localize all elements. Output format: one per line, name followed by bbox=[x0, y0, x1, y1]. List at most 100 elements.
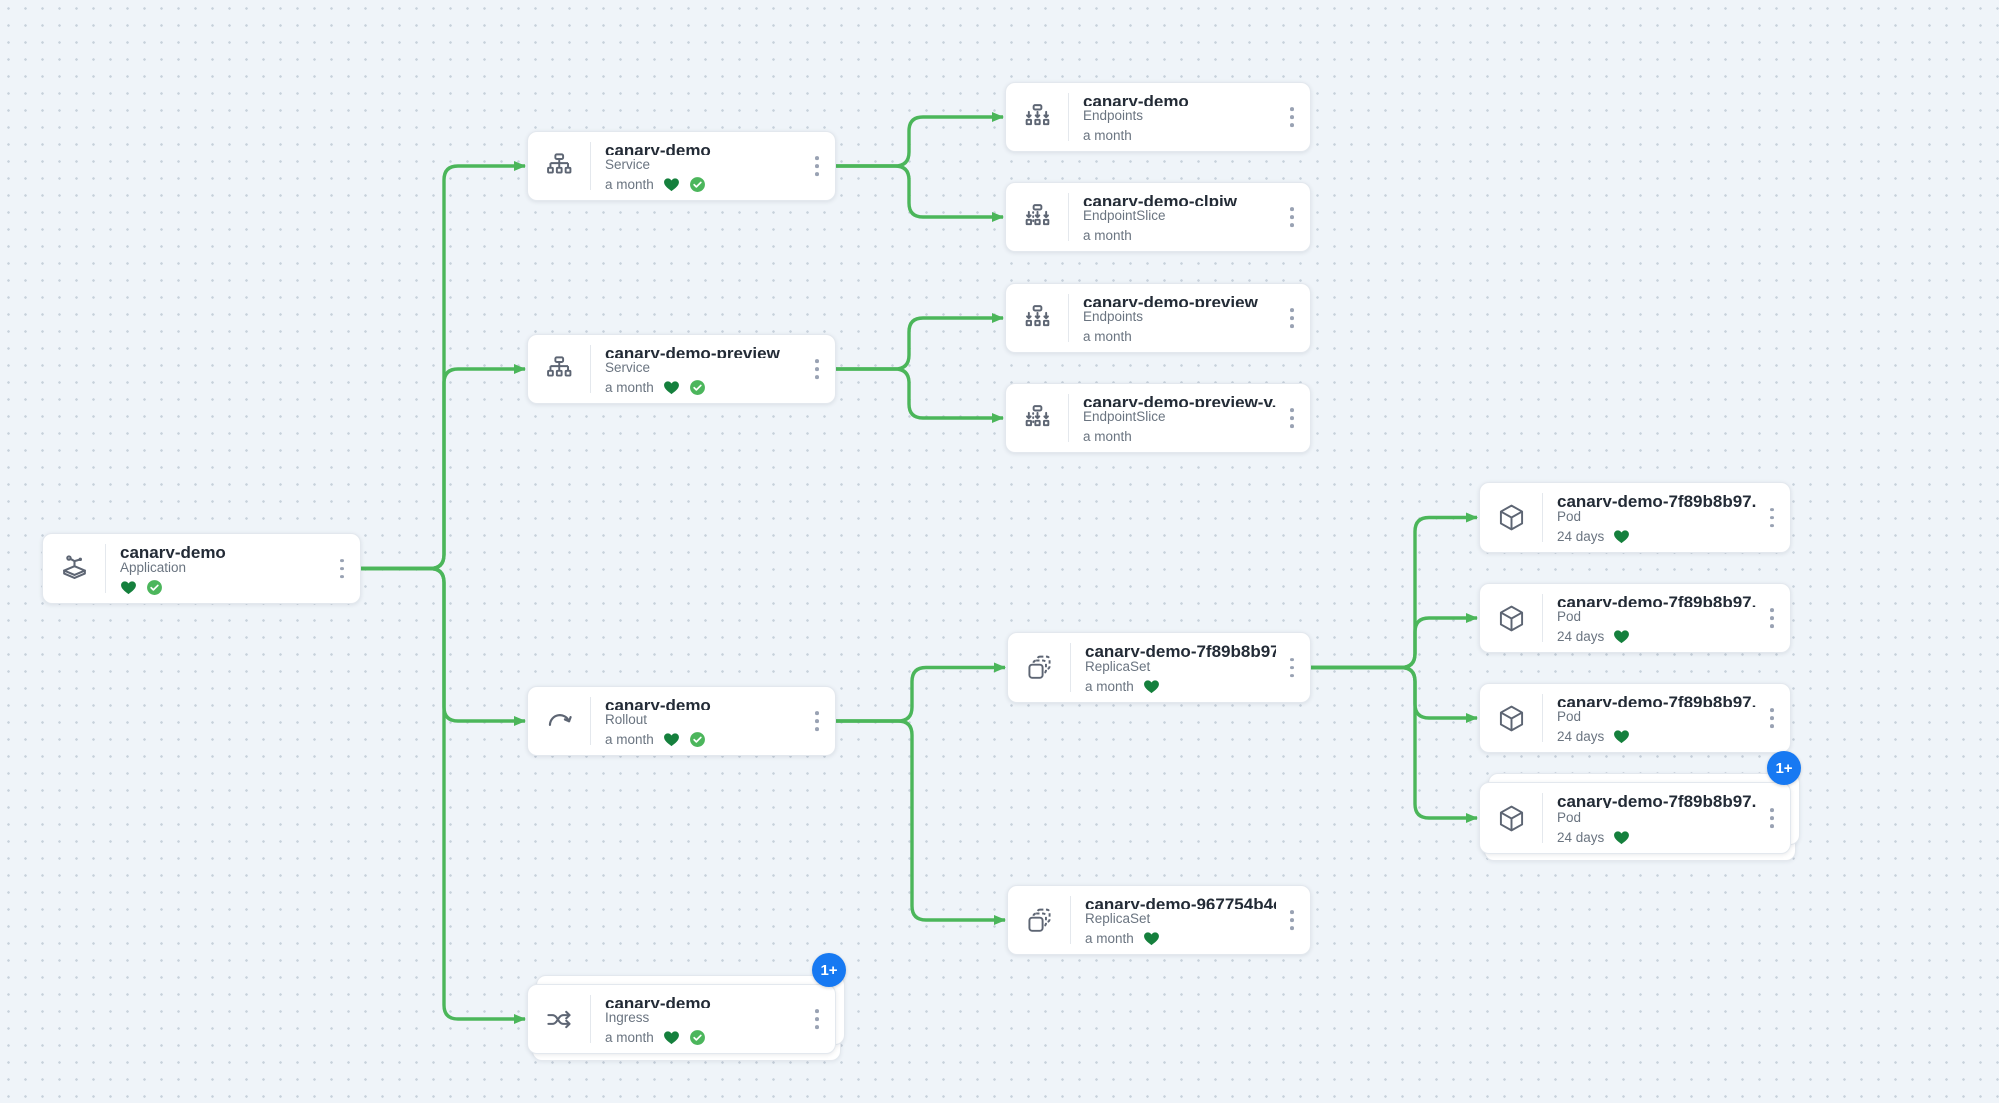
resource-age: a month bbox=[605, 380, 654, 395]
resource-name: canary-demo-clpjw bbox=[1083, 192, 1237, 206]
graph-edge bbox=[1311, 665, 1478, 823]
resource-age: a month bbox=[1083, 329, 1132, 344]
card-divider bbox=[1070, 643, 1071, 692]
health-heart-icon bbox=[1143, 932, 1159, 946]
card-divider bbox=[1068, 394, 1069, 442]
resource-name: canary-demo-preview bbox=[605, 344, 780, 358]
node-menu-button[interactable] bbox=[335, 554, 349, 584]
resource-name: canary-demo-967754b4c bbox=[1085, 895, 1276, 909]
resource-kind: Service bbox=[605, 157, 651, 172]
graph-edge bbox=[836, 662, 1006, 723]
resource-age: a month bbox=[1083, 228, 1132, 243]
graph-edge bbox=[836, 719, 1006, 925]
node-menu-button[interactable] bbox=[1285, 303, 1299, 333]
resource-age: 24 days bbox=[1557, 529, 1605, 544]
node-menu-button[interactable] bbox=[1765, 703, 1779, 733]
node-menu-button[interactable] bbox=[1765, 503, 1779, 533]
node-menu-button[interactable] bbox=[1285, 905, 1299, 935]
health-heart-icon bbox=[1614, 630, 1630, 644]
collapsed-count-badge[interactable]: 1+ bbox=[1767, 751, 1801, 785]
resource-age: a month bbox=[1083, 128, 1132, 143]
resource-kind: Ingress bbox=[605, 1010, 650, 1025]
sync-ok-icon bbox=[689, 380, 705, 395]
resource-age: a month bbox=[605, 177, 654, 192]
resource-kind: EndpointSlice bbox=[1083, 208, 1166, 223]
endpoints-icon bbox=[1006, 83, 1068, 151]
node-menu-button[interactable] bbox=[1765, 603, 1779, 633]
rollout-icon bbox=[528, 687, 590, 755]
card-divider bbox=[590, 697, 591, 745]
node-menu-button[interactable] bbox=[810, 354, 824, 384]
card-divider bbox=[1542, 594, 1543, 642]
resource-name: canary-demo bbox=[1083, 92, 1189, 106]
sync-ok-icon bbox=[689, 1030, 705, 1045]
resource-kind: Endpoints bbox=[1083, 309, 1144, 324]
resource-name: canary-demo bbox=[120, 543, 226, 558]
node-menu-button[interactable] bbox=[1765, 803, 1779, 833]
resource-name: canary-demo-7f89b8b97... bbox=[1557, 693, 1756, 707]
node-menu-button[interactable] bbox=[1285, 102, 1299, 132]
resource-kind: Endpoints bbox=[1083, 108, 1144, 123]
node-menu-button[interactable] bbox=[1285, 403, 1299, 433]
node-menu-button[interactable] bbox=[810, 1004, 824, 1034]
resource-kind: Pod bbox=[1557, 810, 1582, 825]
endpointslice-icon bbox=[1006, 183, 1068, 251]
card-divider bbox=[1068, 294, 1069, 342]
node-menu-button[interactable] bbox=[810, 706, 824, 736]
sync-ok-icon bbox=[689, 177, 705, 192]
service-icon bbox=[528, 132, 590, 200]
node-menu-button[interactable] bbox=[810, 151, 824, 181]
health-heart-icon bbox=[663, 1031, 679, 1045]
graph-edge bbox=[1311, 512, 1478, 670]
replicaset-icon bbox=[1008, 633, 1070, 702]
health-heart-icon bbox=[1614, 730, 1630, 744]
health-heart-icon bbox=[1614, 530, 1630, 544]
graph-edge bbox=[361, 364, 526, 571]
pod-icon bbox=[1480, 684, 1542, 752]
resource-kind: Rollout bbox=[605, 712, 648, 727]
service-icon bbox=[528, 335, 590, 403]
resource-kind: Pod bbox=[1557, 709, 1582, 724]
graph-edge bbox=[361, 566, 526, 1024]
node-menu-button[interactable] bbox=[1285, 653, 1299, 683]
pod-icon bbox=[1480, 483, 1542, 552]
pod-icon bbox=[1480, 584, 1542, 652]
resource-kind: Pod bbox=[1557, 609, 1582, 624]
resource-kind: Service bbox=[605, 360, 651, 375]
collapsed-count-badge[interactable]: 1+ bbox=[812, 953, 846, 987]
resource-age: 24 days bbox=[1557, 830, 1605, 845]
card-divider bbox=[590, 142, 591, 190]
node-menu-button[interactable] bbox=[1285, 202, 1299, 232]
resource-kind: Pod bbox=[1557, 509, 1582, 524]
